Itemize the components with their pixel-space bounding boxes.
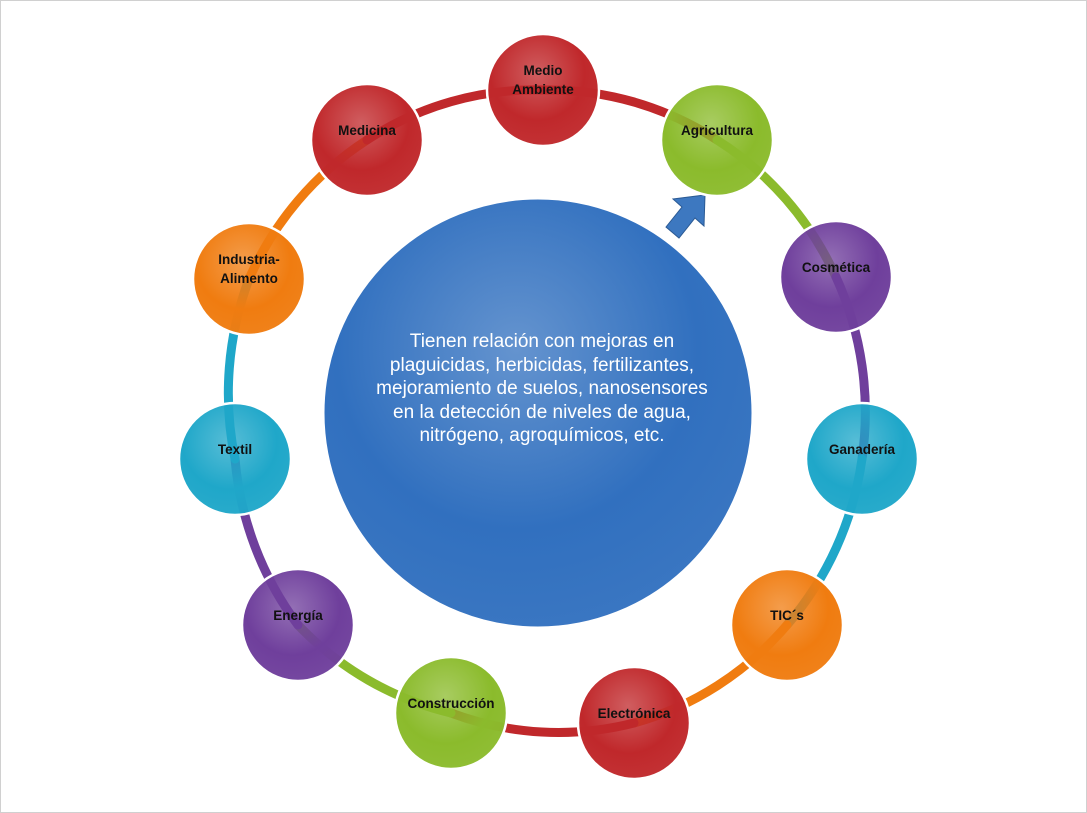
node-label: Industria-Alimento [218,252,280,286]
node-circle [485,32,601,148]
node-label: TIC´s [770,607,804,623]
node-circle [393,655,509,771]
node-label: Energía [273,607,323,623]
node-circle [659,82,775,198]
node-circle [240,567,356,683]
node-label: Medicina [338,122,396,138]
node-circle [804,401,920,517]
center-text: Tienen relación con mejoras en plaguicid… [376,331,708,446]
node-label: Electrónica [597,705,671,721]
node-circle [778,219,894,335]
arrow-icon [665,194,706,239]
node-circle [576,665,692,781]
center-circle [321,196,755,630]
node-label: Construcción [407,695,495,711]
node-circle [177,401,293,517]
node-label: Medio Ambiente [512,63,574,97]
node-label: Textil [217,441,253,457]
node-label: Ganadería [828,441,896,457]
node-label: Agricultura [680,122,753,138]
node-circle [191,221,307,337]
node-label: Cosmética [801,259,871,275]
node-circle [309,82,425,198]
node-circle [729,567,845,683]
